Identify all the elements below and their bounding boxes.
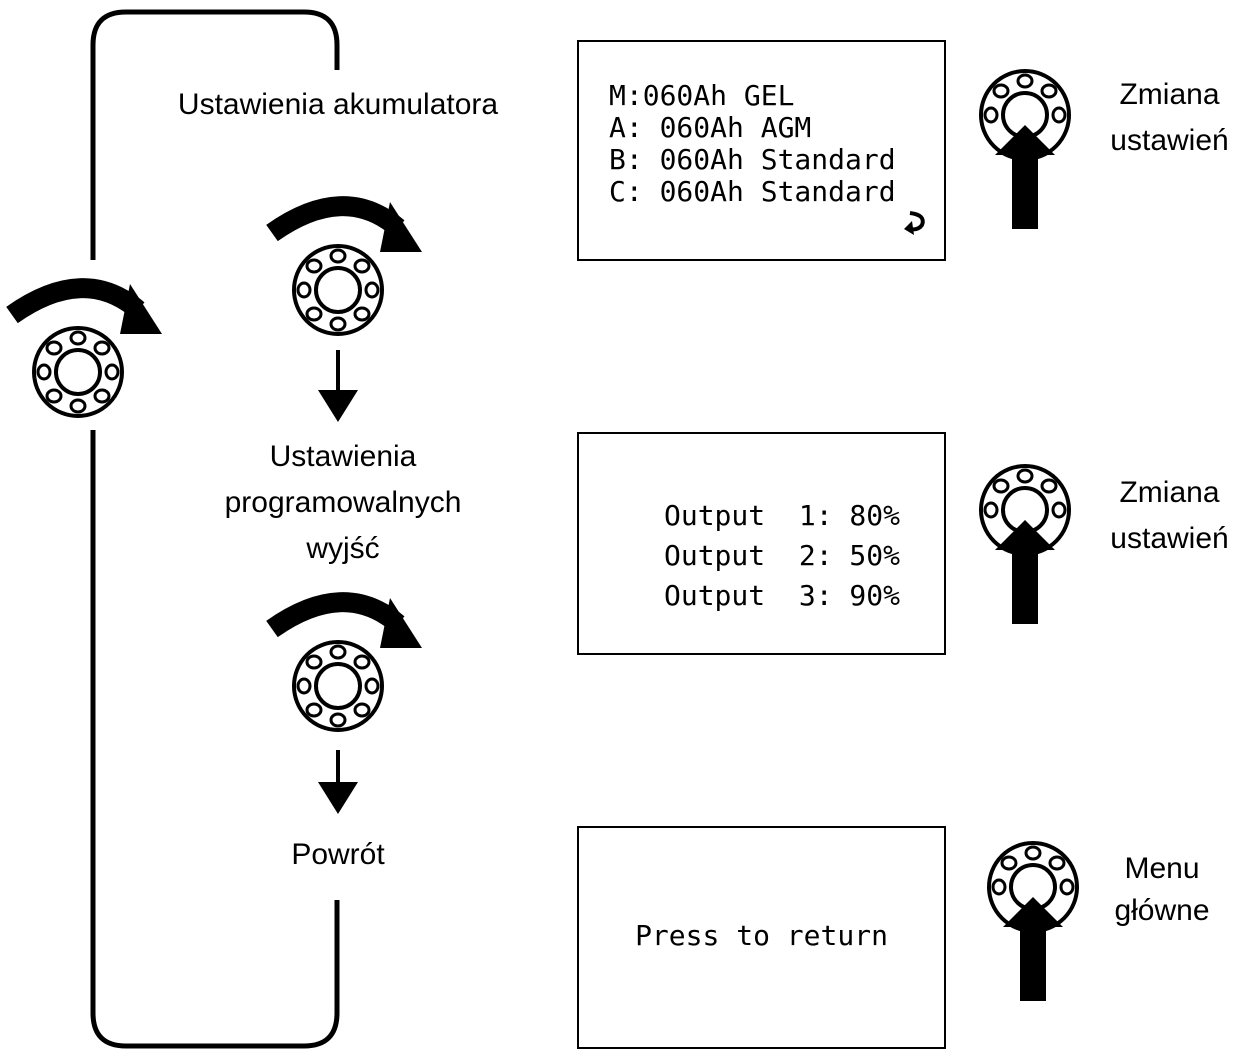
step-label-line: Ustawienia: [269, 440, 417, 473]
return-arrow-icon: [904, 211, 925, 235]
lcd-screen-battery: M:060Ah GEL A: 060Ah AGM B: 060Ah Standa…: [577, 40, 946, 261]
lcd-screen-return: Press to return: [577, 826, 946, 1049]
knob-press-icon: [979, 69, 1071, 229]
lcd-line: Press to return: [635, 919, 888, 952]
action-label-change-settings: Zmiana ustawień: [1092, 470, 1247, 562]
knob-rotate-icon: [6, 278, 162, 418]
lcd-line: Output 1: 80%: [663, 499, 900, 532]
step-label-return: Powrót: [291, 838, 385, 871]
knob-rotate-icon: [266, 592, 422, 732]
action-label-line: główne: [1114, 894, 1210, 927]
step-label-line: programowalnych: [224, 486, 462, 519]
step-label-output-settings: Ustawienia programowalnych wyjść: [188, 434, 498, 572]
action-label-line: ustawień: [1110, 522, 1229, 555]
action-label-line: Zmiana: [1119, 78, 1220, 111]
knob-press-icon: [987, 841, 1079, 1001]
loop-path-bottom: [90, 430, 340, 1049]
action-label-line: Zmiana: [1119, 476, 1220, 509]
lcd-line: C: 060Ah Standard: [609, 175, 896, 208]
down-arrow-icon: [318, 750, 358, 814]
lcd-line: Output 2: 50%: [663, 539, 900, 572]
step-label-battery-settings: Ustawienia akumulatora: [177, 88, 499, 121]
lcd-screen-outputs: Output 1: 80% Output 2: 50% Output 3: 90…: [577, 432, 946, 655]
step-label-line: wyjść: [306, 532, 380, 565]
lcd-line: B: 060Ah Standard: [609, 143, 896, 176]
action-label-line: Menu: [1124, 852, 1200, 885]
action-label-line: ustawień: [1110, 124, 1229, 157]
lcd-line: Output 3: 90%: [663, 579, 900, 612]
action-label-main-menu: Menu główne: [1092, 848, 1232, 932]
loop-path-left: [90, 9, 340, 260]
action-label-change-settings: Zmiana ustawień: [1092, 72, 1247, 164]
lcd-line: M:060Ah GEL: [609, 79, 795, 112]
knob-press-icon: [979, 464, 1071, 624]
lcd-line: A: 060Ah AGM: [609, 111, 812, 144]
down-arrow-icon: [318, 350, 358, 422]
knob-rotate-icon: [266, 196, 422, 336]
